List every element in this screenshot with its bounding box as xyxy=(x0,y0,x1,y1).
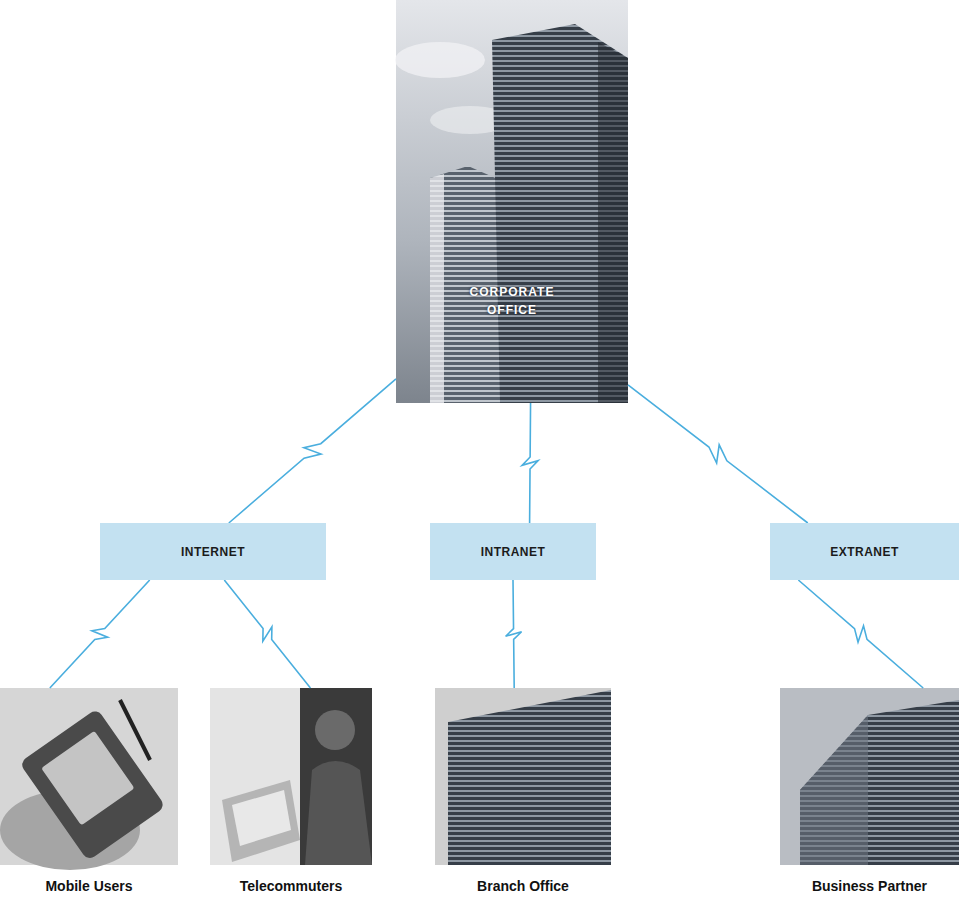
corporate-office-photo xyxy=(395,0,628,403)
lightning-connector xyxy=(224,580,310,688)
building xyxy=(800,700,959,865)
building-face xyxy=(800,715,868,865)
site-photo: Mobile Users xyxy=(0,688,178,896)
branch-office-photo xyxy=(435,688,611,865)
network-box: INTERNET xyxy=(100,523,326,580)
photo-ground xyxy=(435,688,611,865)
site-photo: Branch Office xyxy=(435,688,611,896)
lightning-connector xyxy=(628,385,808,523)
site-photo: Business Partner xyxy=(780,688,959,896)
node-label: Mobile Users xyxy=(45,878,132,896)
node-label: INTERNET xyxy=(181,545,245,559)
lightning-connector xyxy=(798,580,923,688)
sky xyxy=(396,0,628,403)
node-label: CORPORATE OFFICE xyxy=(457,283,567,319)
photo-ground xyxy=(210,688,372,865)
laptop-screen xyxy=(232,790,291,846)
lightning-connector xyxy=(506,580,522,688)
building xyxy=(448,690,611,865)
photo-ground xyxy=(780,688,959,865)
head xyxy=(315,710,355,750)
network-box: EXTRANET xyxy=(770,523,959,580)
corporate-office: CORPORATE OFFICE xyxy=(396,0,628,403)
tower-shadow xyxy=(598,42,628,403)
business-partner-photo xyxy=(780,688,959,865)
stylus xyxy=(120,700,150,760)
body xyxy=(305,761,372,865)
node-label: Telecommuters xyxy=(240,878,342,896)
tall-tower xyxy=(492,24,628,403)
lightning-connector xyxy=(50,580,150,688)
lightning-connector xyxy=(522,403,538,523)
telecommuters-photo xyxy=(210,688,372,865)
node-label: Business Partner xyxy=(812,878,927,896)
cloud xyxy=(395,42,485,78)
node-label: INTRANET xyxy=(481,545,546,559)
node-label: Branch Office xyxy=(477,878,569,896)
mobile-users-photo xyxy=(0,688,178,870)
tower-face xyxy=(430,174,444,403)
lightning-connector xyxy=(229,379,396,523)
site-photo: Telecommuters xyxy=(210,688,372,896)
laptop xyxy=(222,780,300,862)
device-screen xyxy=(41,731,134,826)
network-box: INTRANET xyxy=(430,523,596,580)
handheld-device xyxy=(19,708,166,861)
shadow xyxy=(300,688,372,865)
small-tower xyxy=(430,166,500,403)
node-label: EXTRANET xyxy=(830,545,899,559)
